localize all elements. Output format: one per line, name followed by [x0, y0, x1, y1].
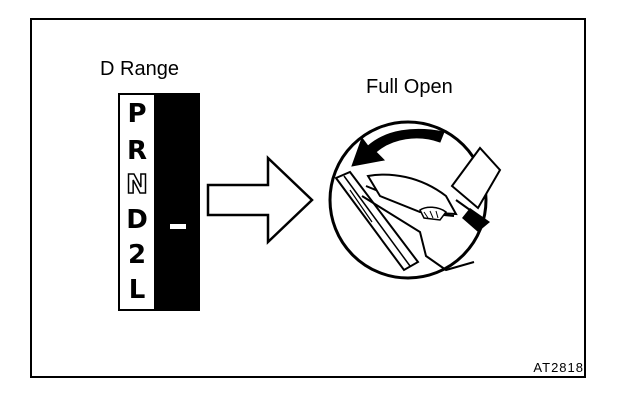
- shift-selector: P R N D 2 L: [118, 93, 200, 311]
- position-l: L: [128, 275, 146, 305]
- right-arrow-icon: [206, 155, 314, 245]
- position-p: P: [127, 99, 147, 129]
- d-range-label: D Range: [100, 58, 179, 80]
- open-direction-arrow-icon: [351, 128, 445, 167]
- shift-gate-letters: [118, 93, 156, 311]
- position-r: R: [126, 136, 148, 166]
- full-open-label: Full Open: [366, 76, 453, 98]
- position-2: 2: [127, 240, 147, 270]
- throttle-detail-view: [328, 120, 502, 280]
- shift-slot: [154, 93, 200, 311]
- shift-position-indicator: [170, 224, 186, 229]
- position-n: N: [125, 169, 148, 201]
- diagram-frame: [30, 18, 586, 378]
- position-d: D: [126, 205, 148, 235]
- figure-code: AT2818: [533, 360, 584, 375]
